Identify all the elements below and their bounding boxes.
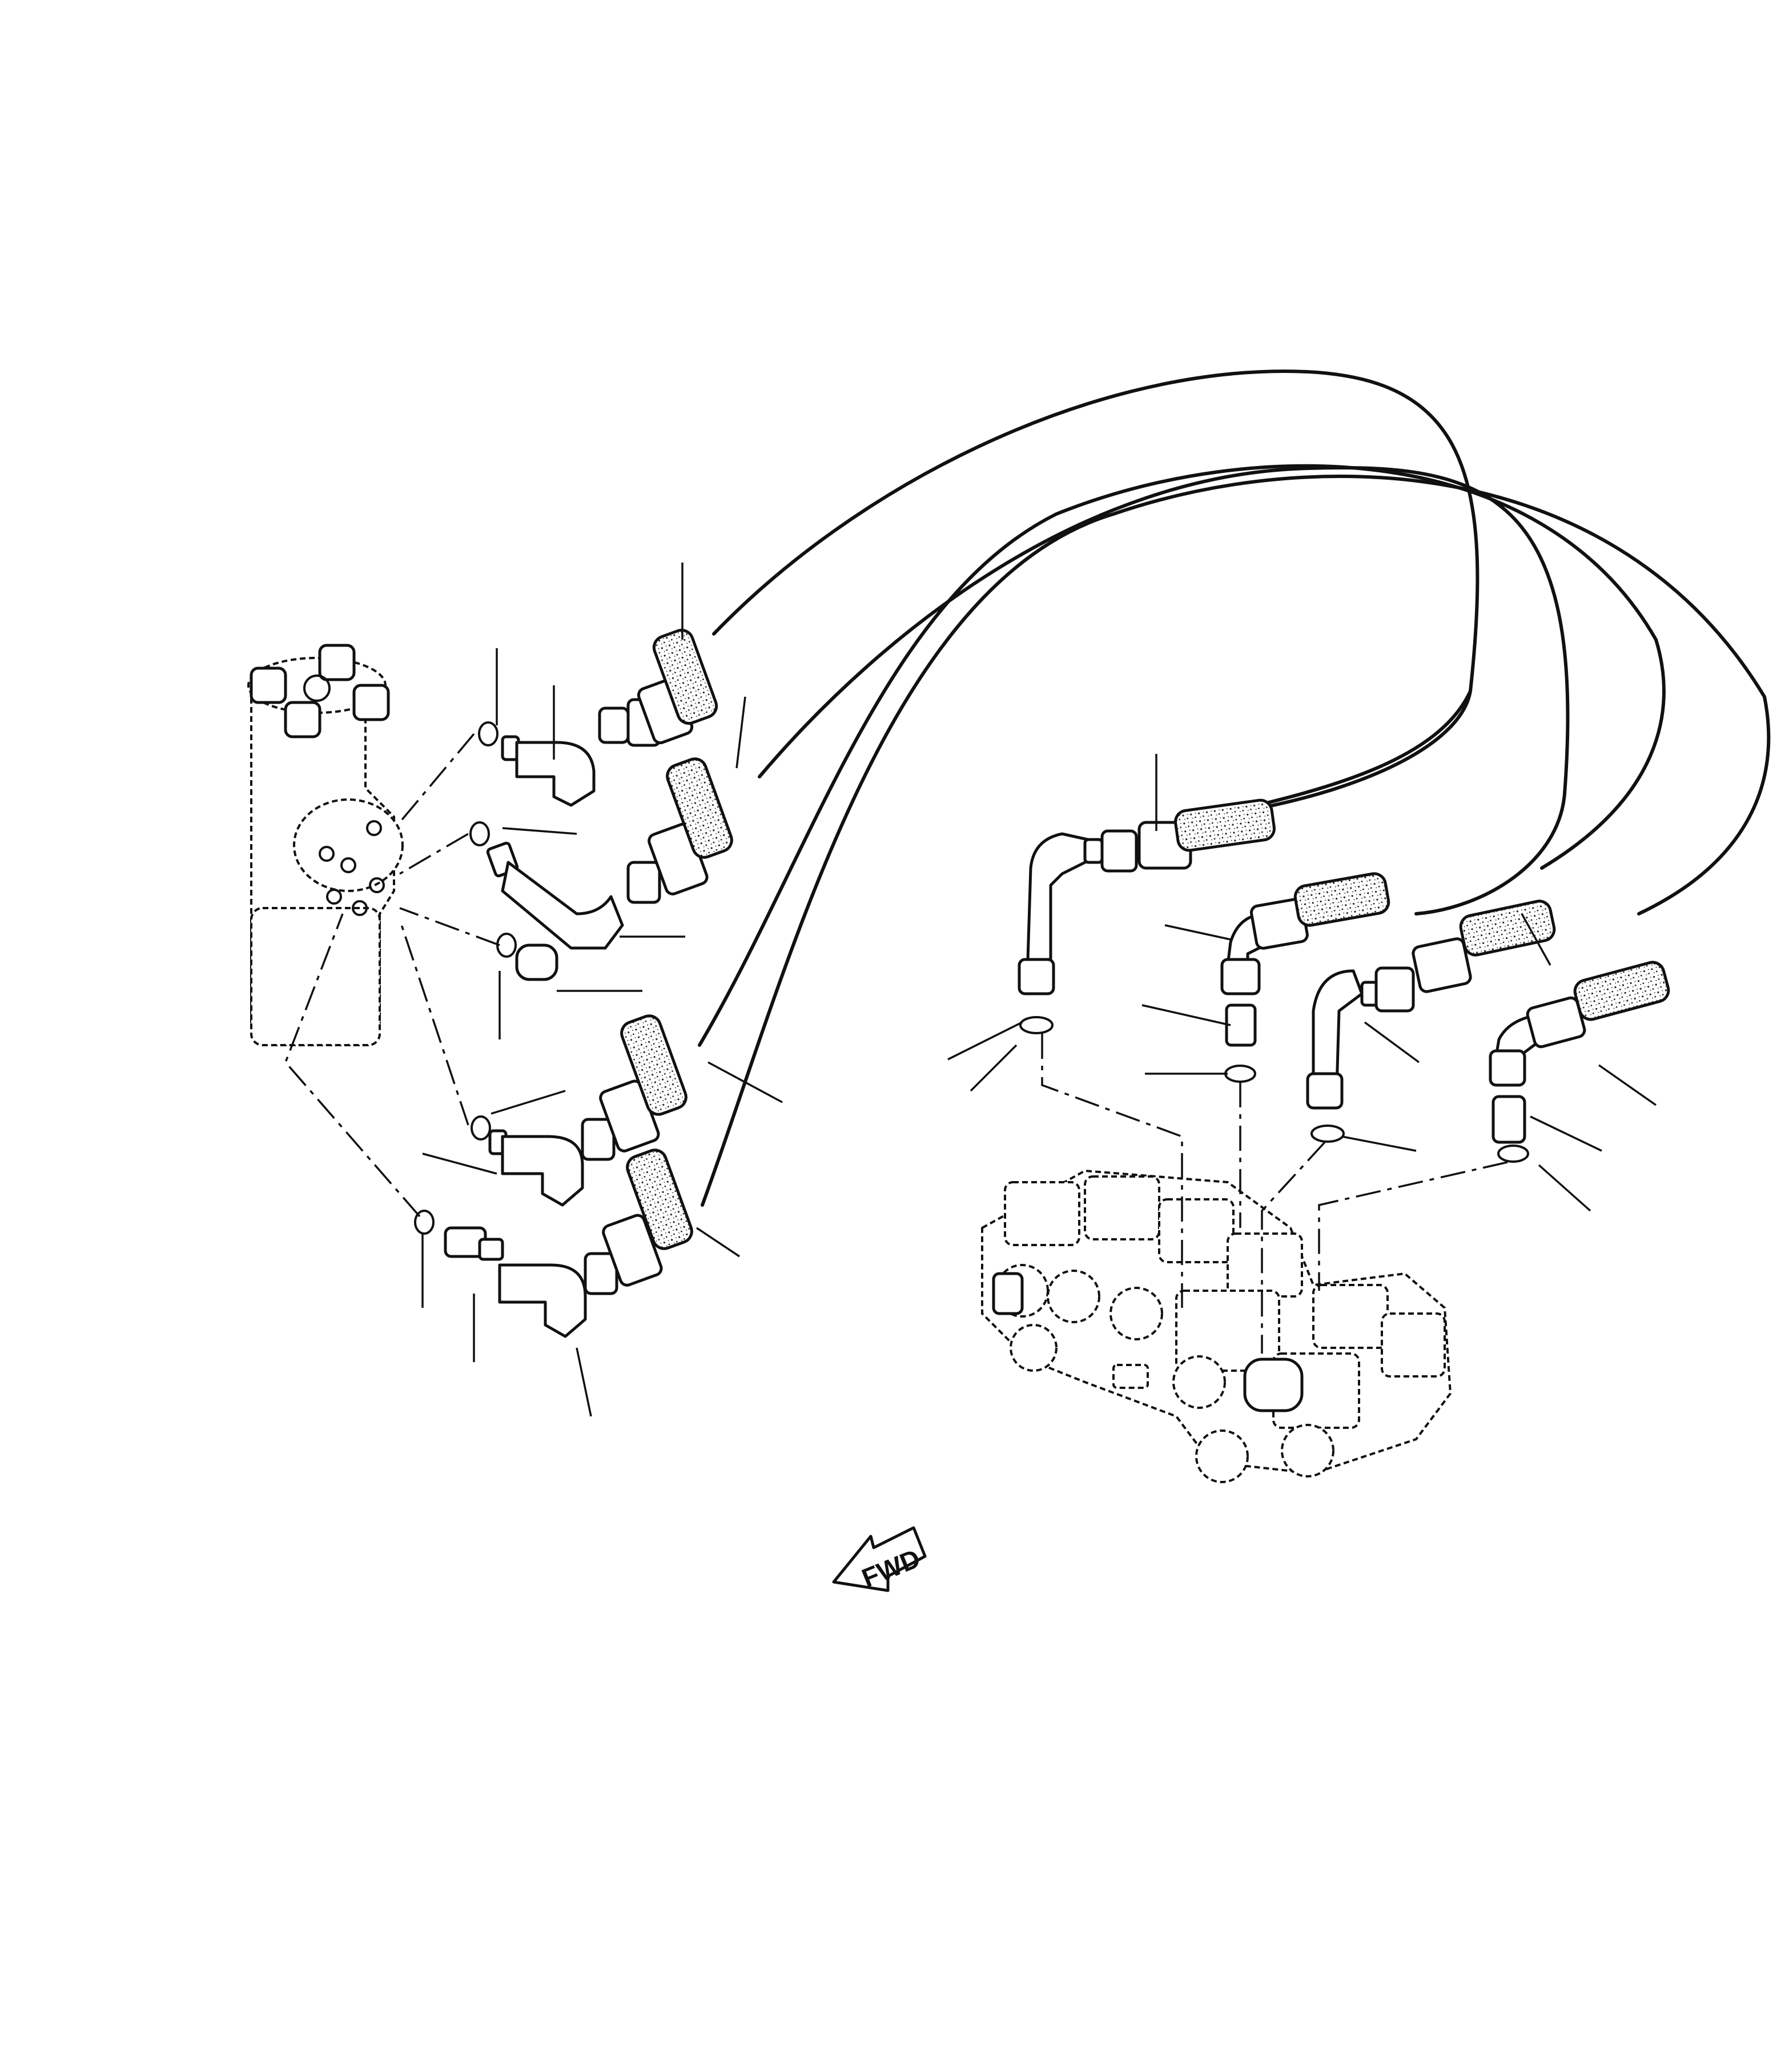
hose-fitting-left-3 — [471, 1014, 688, 1207]
hose-fitting-right-1 — [1018, 798, 1276, 1034]
assembly-center-lines — [284, 733, 1508, 1354]
plug-fitting — [496, 933, 558, 981]
forward-arrow-icon — [832, 1526, 927, 1592]
hose-fitting-left-4 — [414, 1149, 693, 1338]
hose-fitting-right-3 — [1306, 900, 1556, 1143]
hose-fitting-right-2 — [1220, 872, 1390, 1083]
hose-fitting-right-4 — [1489, 961, 1670, 1163]
callout-leader-lines — [421, 563, 1657, 1417]
hose-lines — [698, 370, 1771, 1207]
control-valve-block-icon — [981, 1169, 1452, 1483]
hose-fitting-left-1 — [478, 628, 718, 807]
steering-valve-icon — [247, 644, 404, 1046]
hose-fitting-left-2 — [469, 757, 733, 950]
